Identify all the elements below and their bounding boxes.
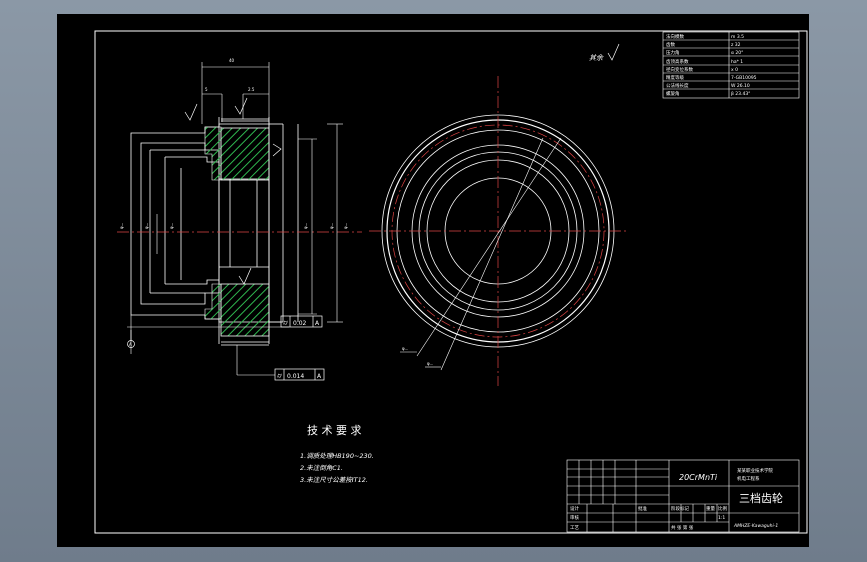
svg-text:机电工程系: 机电工程系 [737,475,760,482]
svg-text:其余: 其余 [589,54,604,62]
svg-text:设计: 设计 [570,505,579,512]
svg-text:7-GB10095: 7-GB10095 [731,75,757,81]
gdt-frame-1: ⌭ 0.02 A [269,315,323,328]
svg-text:A: A [129,342,132,347]
upper-tooth-section [220,127,270,181]
parameter-table-text: 法向模数 m 3.5 齿数 z 32 压力角 α 20° 齿顶高系数 ha* 1… [666,33,757,97]
front-leader-lines [400,137,562,371]
datum-a-symbol: A [127,330,135,348]
svg-text:φ...: φ... [343,223,348,229]
svg-text:φ...: φ... [303,223,308,229]
svg-text:公法线长度: 公法线长度 [666,82,689,89]
parameter-table [662,31,800,99]
svg-text:α 20°: α 20° [731,50,743,56]
svg-text:2.5: 2.5 [248,87,255,92]
tech-req-title: 技 术 要 求 [307,424,362,437]
roughness-marks [184,97,282,285]
svg-text:φ...: φ... [329,223,334,229]
svg-text:0.02: 0.02 [293,320,307,327]
svg-text:5: 5 [205,87,208,92]
title-block [566,459,800,533]
drawing-frame [94,30,808,534]
svg-text:共 张 第 张: 共 张 第 张 [671,524,694,531]
tech-req-item-3: 3.未注尺寸公差按IT12. [300,476,368,484]
svg-text:φ...: φ... [402,346,408,351]
svg-text:精度等级: 精度等级 [666,74,684,81]
svg-text:阶段标记: 阶段标记 [671,505,689,512]
svg-text:φ...: φ... [427,361,433,366]
svg-text:A: A [315,320,320,327]
svg-text:A: A [317,373,322,380]
svg-text:齿数: 齿数 [666,41,675,48]
drawing-sheet: 40 5 2.5 φ... φ... φ... φ... φ... φ... [57,14,809,547]
svg-text:ha* 1: ha* 1 [731,59,743,65]
technical-requirements: 技 术 要 求 1.调质处理HB190~230. 2.未注倒角C1. 3.未注尺… [300,424,374,484]
svg-text:⌭: ⌭ [283,319,288,327]
drawing-number: AMHZE-Kawaguhi-1 [733,523,778,529]
svg-text:批准: 批准 [638,505,647,512]
svg-text:审核: 审核 [570,514,579,521]
svg-text:m 3.5: m 3.5 [731,34,744,40]
svg-text:W 26.10: W 26.10 [731,83,750,89]
svg-text:β 23.43°: β 23.43° [731,91,750,97]
svg-text:φ...: φ... [144,223,149,229]
svg-text:法向模数: 法向模数 [666,33,684,40]
svg-text:φ...: φ... [169,223,174,229]
title-block-text: 20CrMnTi 某某职业技术学院 机电工程系 三档齿轮 AMHZE-Kawag… [570,467,783,531]
gear-drawing-svg: 40 5 2.5 φ... φ... φ... φ... φ... φ... [94,30,808,534]
svg-text:1:1: 1:1 [718,515,725,521]
svg-text:⌭: ⌭ [277,372,282,380]
svg-text:比例: 比例 [718,505,727,512]
svg-text:0.014: 0.014 [287,373,304,380]
material-label: 20CrMnTi [679,473,718,482]
gdt-frame-2: ⌭ 0.014 A [236,345,325,381]
svg-text:压力角: 压力角 [666,49,680,56]
svg-text:径向变位系数: 径向变位系数 [666,66,693,73]
svg-text:某某职业技术学院: 某某职业技术学院 [737,467,773,474]
section-dimensions [127,62,343,354]
svg-text:重量: 重量 [706,505,715,512]
tech-req-item-2: 2.未注倒角C1. [300,464,343,472]
svg-text:φ...: φ... [119,223,124,229]
lower-tooth-section [220,283,270,337]
svg-text:x 0: x 0 [731,67,738,73]
general-roughness-note: 其余 [589,43,620,62]
svg-text:螺旋角: 螺旋角 [666,90,680,97]
svg-text:z 32: z 32 [731,42,741,48]
svg-text:40: 40 [229,58,235,63]
svg-text:齿顶高系数: 齿顶高系数 [666,58,689,65]
part-name: 三档齿轮 [739,491,783,505]
svg-text:工艺: 工艺 [570,525,579,531]
tech-req-item-1: 1.调质处理HB190~230. [300,452,374,460]
